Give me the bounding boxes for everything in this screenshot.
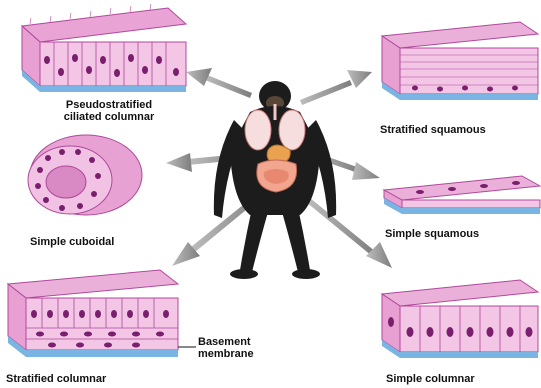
pseudostratified-block <box>22 4 186 92</box>
label-simple-squamous: Simple squamous <box>385 228 479 240</box>
simple-cuboidal-block <box>28 135 142 215</box>
arrow-to-simple-columnar <box>306 198 392 268</box>
simple-squamous-block <box>384 176 540 214</box>
stratified-columnar-block <box>8 270 178 357</box>
arrow-to-stratified-squamous <box>300 70 372 105</box>
label-stratified-columnar: Stratified columnar <box>6 373 106 385</box>
label-simple-cuboidal: Simple cuboidal <box>30 236 114 248</box>
label-pseudostratified-line1: Pseudostratified <box>36 99 182 111</box>
simple-columnar-block <box>382 280 538 358</box>
label-basement-line2: membrane <box>198 348 254 360</box>
label-simple-columnar: Simple columnar <box>386 373 475 385</box>
label-pseudostratified-line2: ciliated columnar <box>36 111 182 123</box>
label-basement-line1: Basement <box>198 336 254 348</box>
label-basement-membrane: Basement membrane <box>198 336 254 360</box>
stratified-squamous-block <box>382 22 538 100</box>
label-pseudostratified: Pseudostratified ciliated columnar <box>36 99 182 123</box>
label-stratified-squamous: Stratified squamous <box>380 124 486 136</box>
arrow-to-pseudostratified <box>186 68 252 98</box>
